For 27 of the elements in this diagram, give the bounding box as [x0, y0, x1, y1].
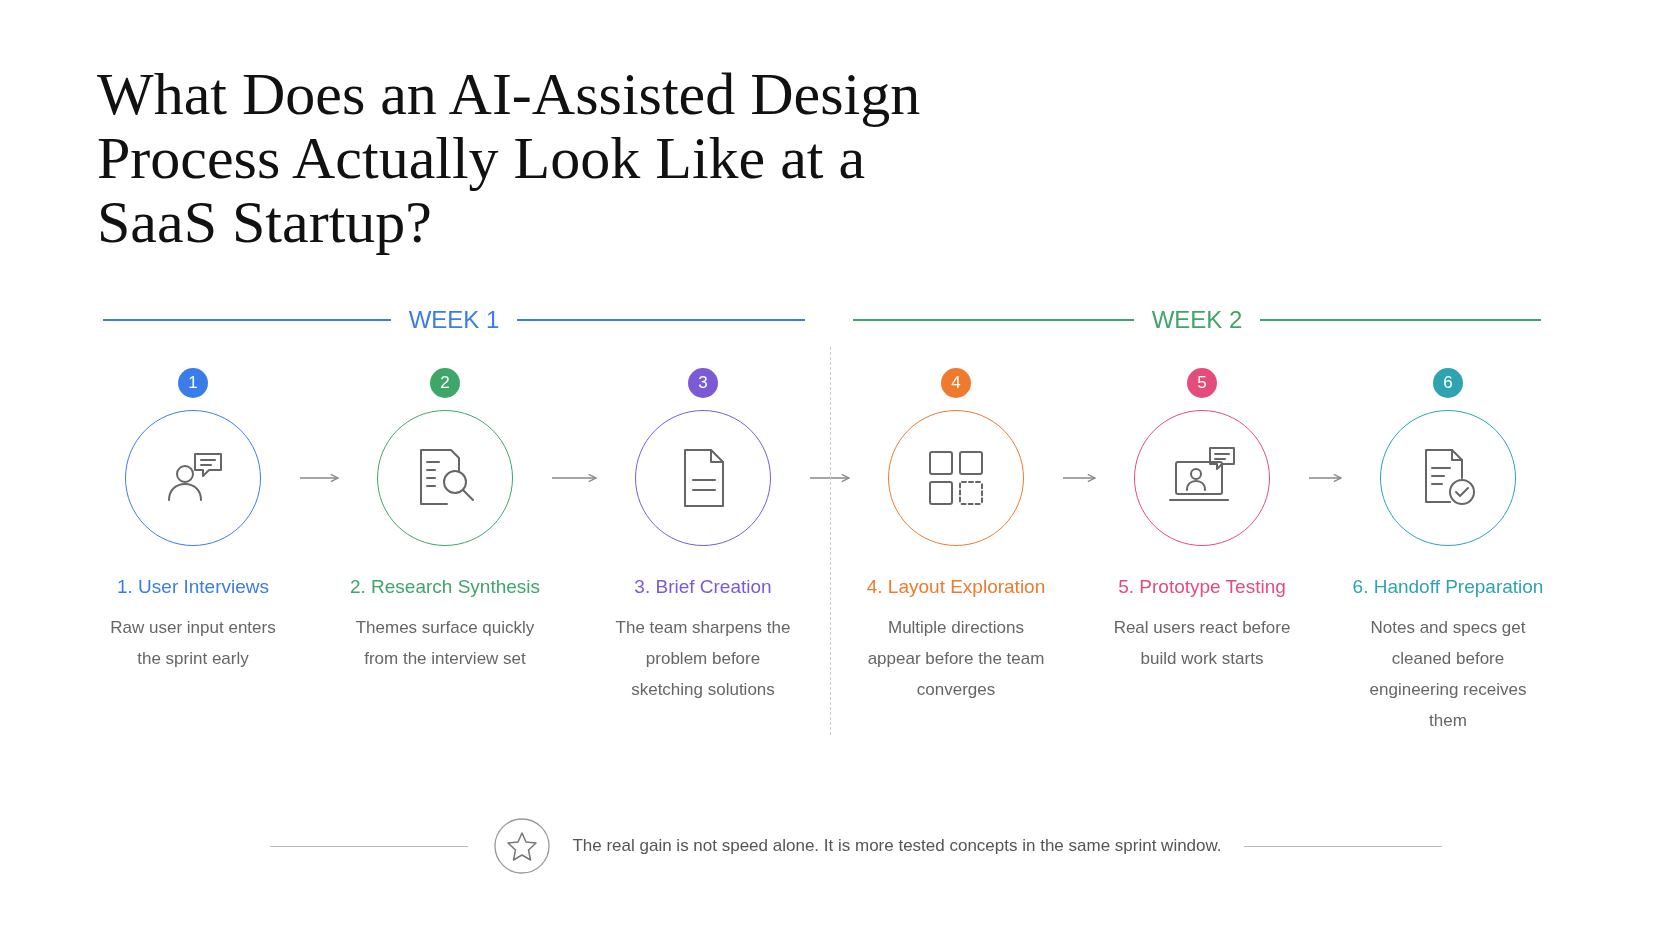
step-title: 1. User Interviews: [116, 576, 269, 598]
step-title: 4. Layout Exploration: [866, 576, 1046, 598]
number-badge: 5: [1187, 368, 1217, 398]
arrow: [1308, 473, 1342, 483]
number-badge: 2: [430, 368, 460, 398]
number-badge: 4: [941, 368, 971, 398]
step-title: 5. Prototype Testing: [1118, 576, 1286, 598]
step-description: Notes and specs get cleaned before engineering receives them: [1368, 617, 1528, 732]
note-text: The real gain is not speed alone. It is more tested concepts in the same sprint window.: [572, 836, 1222, 856]
step-title: 6. Handoff Preparation: [1352, 576, 1544, 598]
step-description: Real users react before build work starts: [1112, 617, 1292, 670]
arrow: [551, 473, 597, 483]
number-badge: 1: [178, 368, 208, 398]
week-heading: WEEK 1: [408, 306, 500, 334]
arrow: [809, 473, 850, 483]
arrow: [1062, 473, 1096, 483]
title: What Does an AI-Assisted Design Process Actually Look Like at a SaaS Startup?: [97, 62, 922, 255]
step-description: Themes surface quickly from the interview set: [355, 617, 535, 670]
step-description: The team sharpens the problem before sketching solutions: [614, 617, 792, 701]
step-title: 3. Brief Creation: [634, 576, 772, 598]
step-title: 2. Research Synthesis: [349, 576, 541, 598]
arrow: [299, 473, 339, 483]
week-heading: WEEK 2: [1151, 306, 1243, 334]
step-description: Raw user input enters the sprint early: [109, 617, 277, 670]
number-badge: 3: [688, 368, 718, 398]
step-description: Multiple directions appear before the team converges: [866, 617, 1046, 701]
number-badge: 6: [1433, 368, 1463, 398]
